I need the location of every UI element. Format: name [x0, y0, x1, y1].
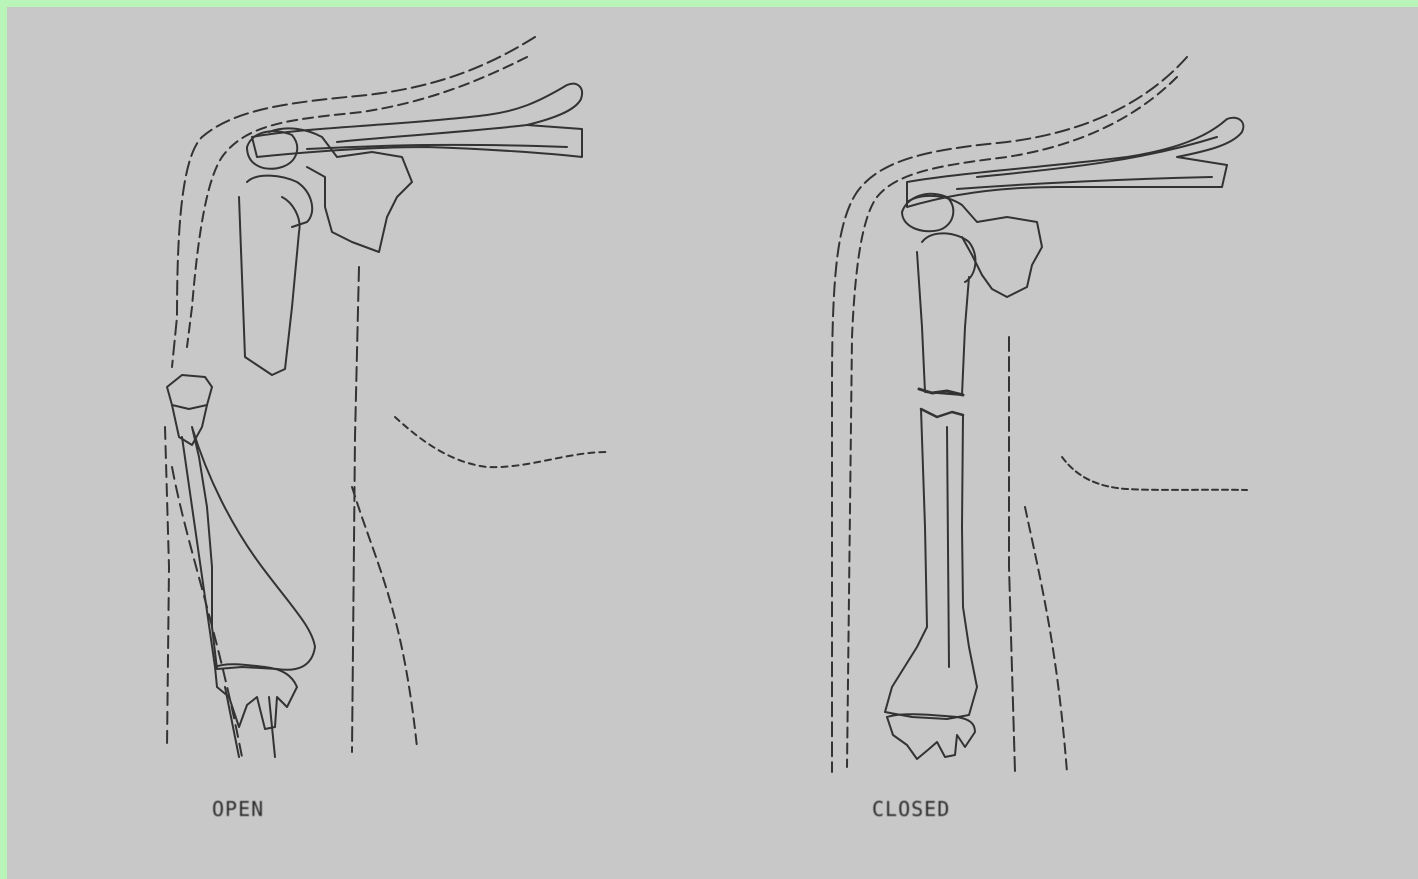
skin-outline-outer: [172, 37, 535, 367]
fracture-fragment-2: [172, 405, 207, 445]
clavicle-inner: [337, 125, 527, 142]
humerus-head: [922, 233, 975, 282]
arm-outline-right-2: [352, 487, 417, 747]
open-fracture-panel: OPEN: [7, 7, 707, 879]
humerus-shaft-upper: [917, 252, 969, 395]
chest-line: [1062, 457, 1247, 490]
humerus-inner-line: [947, 427, 949, 667]
closed-caption: CLOSED: [872, 797, 950, 821]
arm-outline-right-2: [1025, 507, 1067, 772]
open-caption: OPEN: [212, 797, 264, 821]
skin-outline-inner: [187, 57, 527, 347]
humerus-shaft-lower: [885, 409, 977, 719]
fracture-line-2: [921, 409, 963, 417]
arm-outline-right: [352, 267, 359, 752]
closed-fracture-drawing: [707, 7, 1418, 879]
condyle: [887, 714, 975, 759]
forearm-outline-left: [165, 427, 169, 747]
clavicle: [907, 118, 1243, 207]
skin-outline-outer: [832, 57, 1187, 772]
open-fracture-drawing: [7, 7, 707, 879]
closed-fracture-panel: CLOSED: [707, 7, 1418, 879]
chest-line: [395, 417, 607, 467]
humerus-head: [247, 176, 312, 227]
fracture-fragment: [167, 375, 212, 409]
scapula: [907, 196, 1042, 297]
arm-outline-right: [1009, 337, 1015, 772]
humerus-shaft: [239, 197, 300, 375]
